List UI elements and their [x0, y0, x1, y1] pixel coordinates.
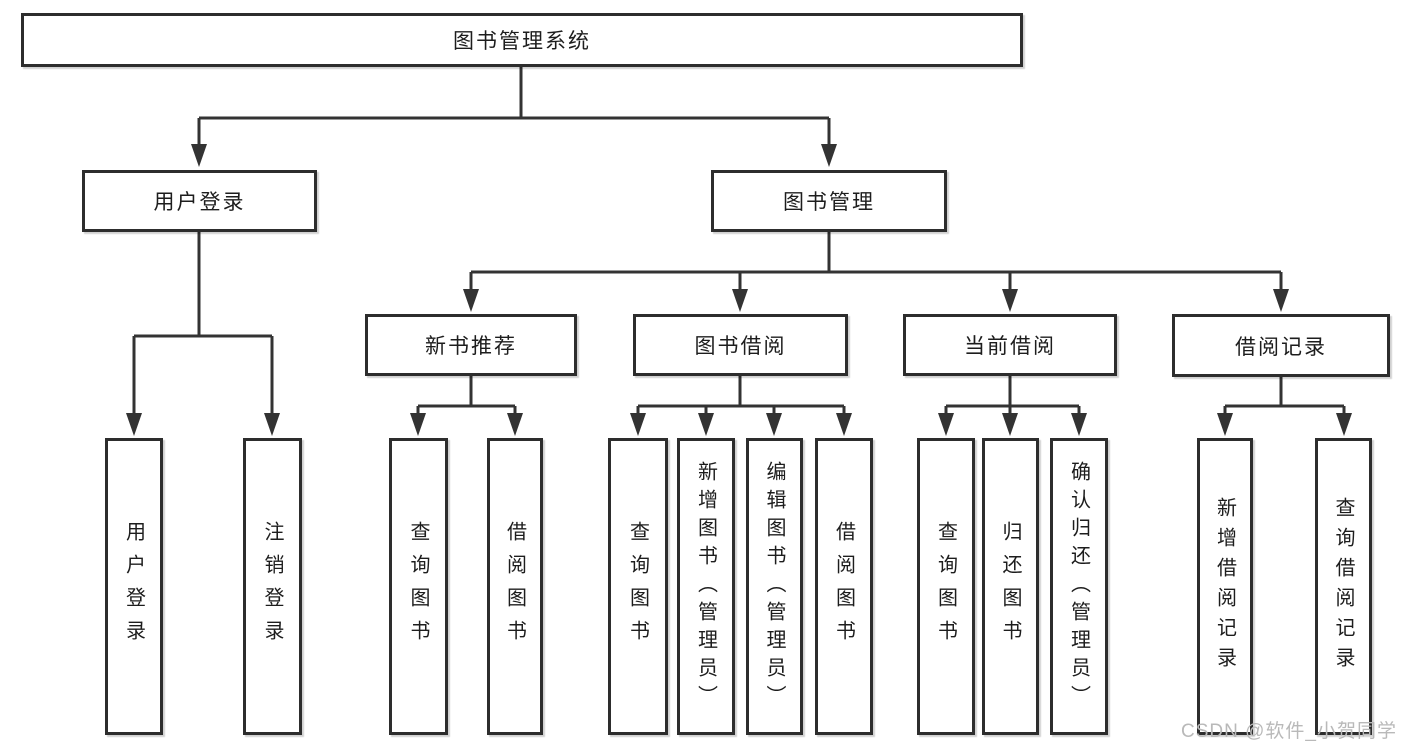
- connector-root-to-level2: [191, 67, 837, 167]
- node-current-borrow: 当前借阅: [903, 314, 1117, 376]
- leaf-borrow-books-recommend: 借阅图书: [487, 438, 543, 735]
- node-user-login: 用户登录: [82, 170, 317, 232]
- arrow-down-icon: [1071, 413, 1087, 436]
- leaf-logout: 注销登录: [243, 438, 302, 735]
- node-book-borrow: 图书借阅: [633, 314, 848, 376]
- node-label: 借阅记录: [1235, 335, 1327, 359]
- node-book-management: 图书管理: [711, 170, 947, 232]
- node-new-book-recommend: 新书推荐: [365, 314, 577, 376]
- arrow-down-icon: [126, 413, 142, 436]
- arrow-down-icon: [766, 413, 782, 436]
- leaf-user-login: 用户登录: [105, 438, 163, 735]
- connector-user-login-split: [126, 232, 280, 436]
- node-label: 编辑图书（管理员）: [763, 460, 785, 713]
- arrow-down-icon: [410, 413, 426, 436]
- node-label: 新增图书（管理员）: [694, 460, 717, 713]
- node-label: 用户登录: [122, 520, 145, 653]
- node-label: 归还图书: [999, 520, 1021, 653]
- node-label: 确认归还（管理员）: [1067, 460, 1090, 713]
- leaf-add-book-admin: 新增图书（管理员）: [677, 438, 735, 735]
- connector-borrow-records-split: [1217, 377, 1352, 436]
- leaf-edit-book-admin: 编辑图书（管理员）: [746, 438, 803, 735]
- node-label: 用户登录: [153, 191, 246, 214]
- node-label: 新增借阅记录: [1213, 496, 1236, 677]
- leaf-confirm-return-admin: 确认归还（管理员）: [1050, 438, 1108, 735]
- arrow-down-icon: [1217, 413, 1233, 436]
- node-label: 图书管理系统: [453, 30, 591, 53]
- node-label: 图书借阅: [694, 335, 787, 358]
- arrow-down-icon: [698, 413, 714, 436]
- arrow-down-icon: [1002, 289, 1018, 312]
- leaf-query-books-recommend: 查询图书: [389, 438, 448, 735]
- leaf-borrow-books-borrow: 借阅图书: [815, 438, 873, 735]
- connector-book-borrow-split: [630, 376, 852, 436]
- node-label: 新书推荐: [425, 335, 517, 358]
- connector-new-book-split: [410, 376, 523, 436]
- node-label: 注销登录: [261, 520, 283, 653]
- arrow-down-icon: [264, 413, 280, 436]
- node-label: 查询图书: [407, 520, 429, 653]
- arrow-down-icon: [732, 289, 748, 312]
- connector-current-borrow-split: [938, 376, 1087, 436]
- arrow-down-icon: [836, 413, 852, 436]
- leaf-query-books-current: 查询图书: [917, 438, 975, 735]
- arrow-down-icon: [630, 413, 646, 436]
- connector-book-management-split: [463, 232, 1289, 312]
- arrow-down-icon: [1336, 413, 1352, 436]
- node-label: 图书管理: [783, 191, 875, 214]
- node-label: 查询图书: [626, 520, 649, 653]
- arrow-down-icon: [821, 144, 837, 167]
- leaf-query-books-borrow: 查询图书: [608, 438, 668, 735]
- node-label: 借阅图书: [832, 520, 855, 653]
- leaf-query-borrow-record: 查询借阅记录: [1315, 438, 1372, 735]
- arrow-down-icon: [507, 413, 523, 436]
- arrow-down-icon: [191, 144, 207, 167]
- node-label: 查询图书: [934, 520, 957, 653]
- csdn-watermark: CSDN @软件_小贺同学: [1181, 721, 1397, 742]
- node-book-management-system: 图书管理系统: [21, 13, 1023, 67]
- arrow-down-icon: [1002, 413, 1018, 436]
- leaf-return-books: 归还图书: [982, 438, 1039, 735]
- node-label: 借阅图书: [503, 520, 526, 653]
- arrow-down-icon: [1273, 289, 1289, 312]
- arrow-down-icon: [938, 413, 954, 436]
- arrow-down-icon: [463, 289, 479, 312]
- node-label: 当前借阅: [964, 335, 1056, 358]
- node-label: 查询借阅记录: [1332, 496, 1354, 677]
- leaf-add-borrow-record: 新增借阅记录: [1197, 438, 1253, 735]
- node-borrow-records: 借阅记录: [1172, 314, 1390, 377]
